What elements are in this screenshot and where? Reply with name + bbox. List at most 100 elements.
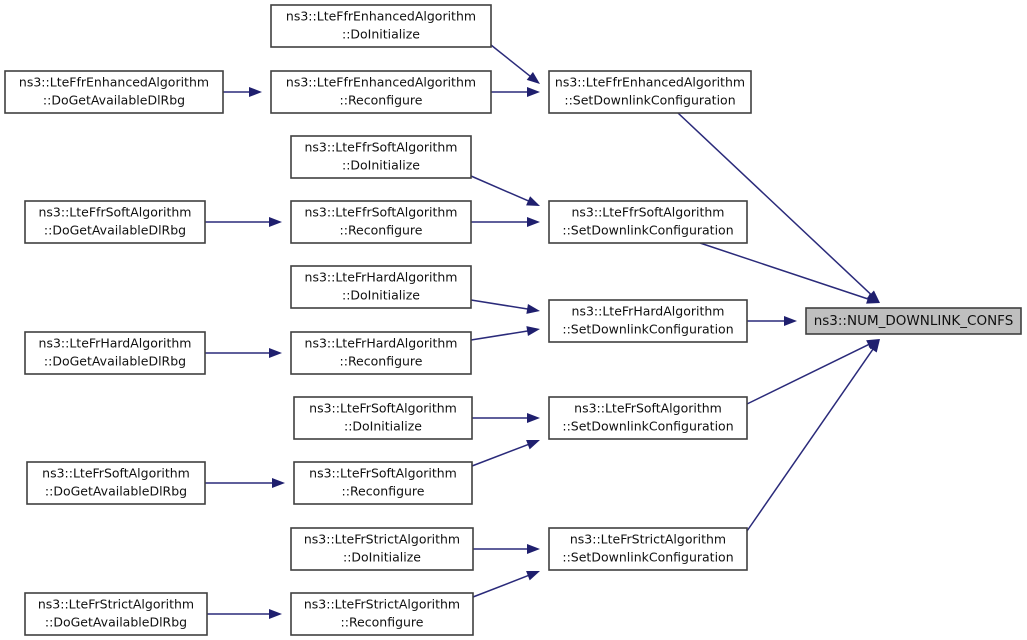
edge-fr_hard_recfg-to-fr_hard_setdl xyxy=(470,326,540,341)
node-label: ns3::LteFrStrictAlgorithm xyxy=(304,532,460,547)
node-label-line2: ::DoInitialize xyxy=(342,288,420,303)
node-label-line2: ::SetDownlinkConfiguration xyxy=(562,419,733,434)
node-box[interactable] xyxy=(270,70,492,114)
node-box[interactable] xyxy=(548,70,752,114)
node-box[interactable] xyxy=(290,200,472,244)
node-label: ns3::LteFrSoftAlgorithm xyxy=(309,401,457,416)
node-box[interactable] xyxy=(548,200,748,244)
node-label: ns3::LteFrHardAlgorithm xyxy=(572,304,725,319)
node-label-line2: ::SetDownlinkConfiguration xyxy=(564,93,735,108)
node-fr-hard-setdl[interactable]: ns3::LteFrHardAlgorithm::SetDownlinkConf… xyxy=(548,299,748,343)
edge-fr_strict_dlrbg-to-fr_strict_recfg xyxy=(207,609,282,619)
node-label-line2: ::SetDownlinkConfiguration xyxy=(562,550,733,565)
node-fr-strict-init[interactable]: ns3::LteFrStrictAlgorithm::DoInitialize xyxy=(290,527,474,571)
edge-ffr_soft_dlrbg-to-ffr_soft_recfg xyxy=(205,217,282,227)
node-label: ns3::LteFfrEnhancedAlgorithm xyxy=(555,75,745,90)
node-target[interactable]: ns3::NUM_DOWNLINK_CONFS xyxy=(805,307,1022,335)
node-label: ns3::LteFrHardAlgorithm xyxy=(39,336,192,351)
node-fr-strict-recfg[interactable]: ns3::LteFrStrictAlgorithm::Reconfigure xyxy=(290,592,474,636)
node-label-line2: ::DoGetAvailableDlRbg xyxy=(44,223,186,238)
node-label: ns3::LteFrSoftAlgorithm xyxy=(309,466,457,481)
node-label: ns3::LteFfrEnhancedAlgorithm xyxy=(286,9,476,24)
node-ffr-enh-recfg[interactable]: ns3::LteFfrEnhancedAlgorithm::Reconfigur… xyxy=(270,70,492,114)
node-label: ns3::LteFfrEnhancedAlgorithm xyxy=(19,75,209,90)
edge-ffr_enh_setdl-to-target xyxy=(677,112,880,303)
node-label: ns3::LteFfrSoftAlgorithm xyxy=(39,205,192,220)
node-box[interactable] xyxy=(24,592,208,636)
node-label: ns3::LteFfrSoftAlgorithm xyxy=(305,205,458,220)
node-label: ns3::LteFfrEnhancedAlgorithm xyxy=(286,75,476,90)
node-box[interactable] xyxy=(290,135,472,179)
node-label: ns3::LteFrSoftAlgorithm xyxy=(42,466,190,481)
node-ffr-enh-init[interactable]: ns3::LteFfrEnhancedAlgorithm::DoInitiali… xyxy=(270,4,492,48)
node-label-line2: ::DoInitialize xyxy=(342,158,420,173)
edge-fr_strict_init-to-fr_strict_setdl xyxy=(473,544,540,554)
node-label-line2: ::DoGetAvailableDlRbg xyxy=(45,484,187,499)
edge-fr_hard_setdl-to-target xyxy=(747,316,797,326)
edge-fr_hard_dlrbg-to-fr_hard_recfg xyxy=(205,348,282,358)
node-fr-hard-recfg[interactable]: ns3::LteFrHardAlgorithm::Reconfigure xyxy=(290,331,472,375)
edge-ffr_enh_init-to-ffr_enh_setdl xyxy=(490,44,540,84)
edge-fr_soft_dlrbg-to-fr_soft_recfg xyxy=(205,478,285,488)
node-label-line2: ::DoInitialize xyxy=(343,550,421,565)
node-label-line2: ::Reconfigure xyxy=(342,484,425,499)
node-fr-soft-recfg[interactable]: ns3::LteFrSoftAlgorithm::Reconfigure xyxy=(293,461,473,505)
node-label-line2: ::SetDownlinkConfiguration xyxy=(562,223,733,238)
node-ffr-soft-recfg[interactable]: ns3::LteFfrSoftAlgorithm::Reconfigure xyxy=(290,200,472,244)
node-fr-strict-dlrbg[interactable]: ns3::LteFrStrictAlgorithm::DoGetAvailabl… xyxy=(24,592,208,636)
node-label: ns3::LteFrHardAlgorithm xyxy=(305,270,458,285)
node-box[interactable] xyxy=(548,299,748,343)
node-fr-soft-init[interactable]: ns3::LteFrSoftAlgorithm::DoInitialize xyxy=(293,396,473,440)
node-fr-strict-setdl[interactable]: ns3::LteFrStrictAlgorithm::SetDownlinkCo… xyxy=(548,527,748,571)
node-box[interactable] xyxy=(548,396,748,440)
node-layer: ns3::LteFfrEnhancedAlgorithm::DoInitiali… xyxy=(4,4,1022,636)
node-box[interactable] xyxy=(293,396,473,440)
edge-fr_hard_init-to-fr_hard_setdl xyxy=(470,299,540,314)
node-fr-hard-init[interactable]: ns3::LteFrHardAlgorithm::DoInitialize xyxy=(290,265,472,309)
node-box[interactable] xyxy=(290,527,474,571)
node-fr-hard-dlrbg[interactable]: ns3::LteFrHardAlgorithm::DoGetAvailableD… xyxy=(24,331,206,375)
node-ffr-soft-init[interactable]: ns3::LteFfrSoftAlgorithm::DoInitialize xyxy=(290,135,472,179)
node-box[interactable] xyxy=(293,461,473,505)
node-ffr-enh-dlrbg[interactable]: ns3::LteFfrEnhancedAlgorithm::DoGetAvail… xyxy=(4,70,224,114)
edge-ffr_enh_recfg-to-ffr_enh_setdl xyxy=(491,87,540,97)
node-fr-soft-dlrbg[interactable]: ns3::LteFrSoftAlgorithm::DoGetAvailableD… xyxy=(26,461,206,505)
node-ffr-soft-setdl[interactable]: ns3::LteFfrSoftAlgorithm::SetDownlinkCon… xyxy=(548,200,748,244)
node-label-line2: ::Reconfigure xyxy=(340,223,423,238)
node-ffr-soft-dlrbg[interactable]: ns3::LteFfrSoftAlgorithm::DoGetAvailable… xyxy=(24,200,206,244)
edge-fr_soft_init-to-fr_soft_setdl xyxy=(472,413,540,423)
edge-ffr_soft_init-to-ffr_soft_setdl xyxy=(470,175,540,206)
node-label: ns3::LteFfrSoftAlgorithm xyxy=(572,205,725,220)
edge-fr_strict_setdl-to-target xyxy=(746,339,880,532)
edge-ffr_soft_setdl-to-target xyxy=(699,242,880,304)
node-fr-soft-setdl[interactable]: ns3::LteFrSoftAlgorithm::SetDownlinkConf… xyxy=(548,396,748,440)
node-label-line2: ::DoGetAvailableDlRbg xyxy=(45,615,187,630)
node-label: ns3::LteFrHardAlgorithm xyxy=(305,336,458,351)
node-label-line2: ::DoInitialize xyxy=(342,27,420,42)
edge-ffr_soft_recfg-to-ffr_soft_setdl xyxy=(471,217,540,227)
node-label: ns3::LteFfrSoftAlgorithm xyxy=(305,140,458,155)
node-label: ns3::LteFrStrictAlgorithm xyxy=(570,532,726,547)
node-label-line2: ::Reconfigure xyxy=(340,93,423,108)
node-label-line2: ::DoGetAvailableDlRbg xyxy=(44,354,186,369)
node-label-line2: ::Reconfigure xyxy=(340,354,423,369)
node-label-line2: ::DoGetAvailableDlRbg xyxy=(43,93,185,108)
node-box[interactable] xyxy=(24,200,206,244)
node-box[interactable] xyxy=(270,4,492,48)
node-label: ns3::LteFrSoftAlgorithm xyxy=(574,401,722,416)
node-label-line2: ::Reconfigure xyxy=(341,615,424,630)
edge-ffr_enh_dlrbg-to-ffr_enh_recfg xyxy=(223,87,262,97)
edge-fr_strict_recfg-to-fr_strict_setdl xyxy=(472,571,540,598)
node-box[interactable] xyxy=(26,461,206,505)
node-box[interactable] xyxy=(4,70,224,114)
node-label: ns3::LteFrStrictAlgorithm xyxy=(38,597,194,612)
node-box[interactable] xyxy=(290,265,472,309)
node-box[interactable] xyxy=(290,592,474,636)
node-box[interactable] xyxy=(548,527,748,571)
node-ffr-enh-setdl[interactable]: ns3::LteFfrEnhancedAlgorithm::SetDownlin… xyxy=(548,70,752,114)
node-label-line2: ::SetDownlinkConfiguration xyxy=(562,322,733,337)
node-box[interactable] xyxy=(24,331,206,375)
node-box[interactable] xyxy=(290,331,472,375)
node-box[interactable] xyxy=(805,307,1022,335)
